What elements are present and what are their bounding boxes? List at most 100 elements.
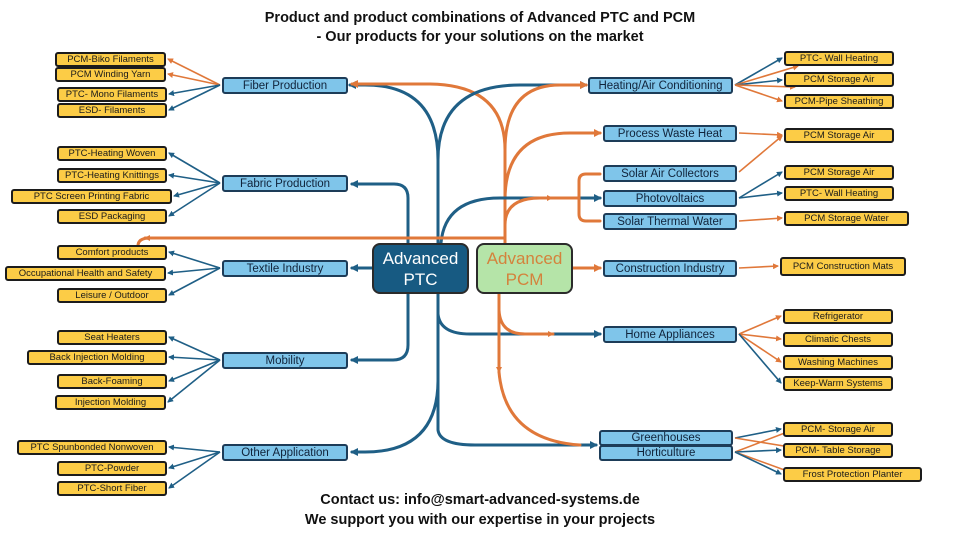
product-ptc-spunbonded-nonwoven[interactable]: PTC Spunbonded Nonwoven [17, 440, 167, 455]
product-pcm-storage-water[interactable]: PCM Storage Water [784, 211, 909, 226]
branch-connector [738, 333, 782, 342]
product-comfort-products[interactable]: Comfort products [57, 245, 167, 260]
product-ptc-mono-filaments[interactable]: PTC- Mono Filaments [57, 87, 167, 102]
trunk-ptc-mobility [350, 292, 410, 364]
product-pcm-biko-filaments[interactable]: PCM-Biko Filaments [55, 52, 166, 67]
category-heating-air-conditioning[interactable]: Heating/Air Conditioning [588, 77, 733, 94]
branch-connector [168, 451, 221, 470]
branch-connector [168, 444, 221, 453]
trunk-ptc-greenhouse [436, 378, 598, 449]
product-pcm-pipe-sheathing[interactable]: PCM-Pipe Sheathing [784, 94, 894, 109]
branch-connector [738, 135, 783, 173]
product-pcm-table-storage[interactable]: PCM- Table Storage [783, 443, 893, 458]
branch-connector [734, 427, 782, 439]
product-ptc-short-fiber[interactable]: PTC-Short Fiber [57, 481, 167, 496]
trunk-ptc-other [350, 292, 440, 456]
product-esd-filaments[interactable]: ESD- Filaments [57, 103, 167, 118]
branch-connector [734, 437, 791, 450]
ptc-hub-line1: Advanced [382, 248, 459, 268]
branch-connector [734, 64, 799, 86]
branch-connector [734, 77, 783, 86]
category-other-application[interactable]: Other Application [222, 444, 348, 461]
product-pcm-storage-air-pv[interactable]: PCM Storage Air [784, 165, 894, 180]
product-pcm-storage-air-heating[interactable]: PCM Storage Air [784, 72, 894, 87]
trunk-ptc-fiber [348, 81, 440, 245]
trunk-pcm-heating [503, 81, 588, 152]
branch-connector [734, 451, 782, 475]
branch-connector [167, 359, 221, 403]
branch-connector [738, 215, 783, 222]
product-back-foaming[interactable]: Back-Foaming [57, 374, 167, 389]
product-pcm-storage-air-hort[interactable]: PCM- Storage Air [783, 422, 893, 437]
category-horticulture[interactable]: Horticulture [599, 445, 733, 461]
advanced-ptc-hub[interactable]: Advanced PTC [372, 243, 469, 294]
product-seat-heaters[interactable]: Seat Heaters [57, 330, 167, 345]
branch-connector [168, 451, 221, 489]
branch-connector [738, 315, 782, 335]
category-mobility[interactable]: Mobility [222, 352, 348, 369]
product-refrigerator[interactable]: Refrigerator [783, 309, 893, 324]
trunk-pcm-fiber [350, 80, 507, 245]
product-washing-machines[interactable]: Washing Machines [783, 355, 893, 370]
product-keep-warm-systems[interactable]: Keep-Warm Systems [783, 376, 893, 391]
product-ptc-wall-heating[interactable]: PTC- Wall Heating [784, 51, 894, 66]
branch-connector [734, 447, 782, 454]
trunk-ptc-pv [439, 194, 602, 245]
product-pcm-construction-mats[interactable]: PCM Construction Mats [780, 257, 906, 276]
product-occupational-health-safety[interactable]: Occupational Health and Safety [5, 266, 166, 281]
category-solar-thermal-water[interactable]: Solar Thermal Water [603, 213, 737, 230]
branch-connector [168, 336, 221, 361]
branch-connector [168, 354, 221, 361]
product-leisure-outdoor[interactable]: Leisure / Outdoor [57, 288, 167, 303]
trunk-ptc-home [436, 292, 602, 338]
branch-connector [168, 250, 221, 269]
tagline: We support you with our expertise in you… [304, 512, 656, 528]
pcm-hub-line2: PCM [505, 269, 544, 289]
product-pcm-storage-air-waste[interactable]: PCM Storage Air [784, 128, 894, 143]
product-ptc-wall-heating-pv[interactable]: PTC- Wall Heating [784, 186, 894, 201]
trunk-pcm-solar [503, 195, 554, 227]
branch-connector [167, 58, 221, 86]
category-construction-industry[interactable]: Construction Industry [603, 260, 737, 277]
branch-connector [738, 333, 782, 363]
product-climatic-chests[interactable]: Climatic Chests [783, 332, 893, 347]
category-fiber-production[interactable]: Fiber Production [222, 77, 348, 94]
branch-connector [167, 267, 221, 276]
branch-connector [168, 84, 221, 111]
pcm-hub-line1: Advanced [486, 248, 563, 268]
trunk-pcm-greenhouse [497, 370, 582, 447]
branch-connector [168, 182, 221, 217]
trunk-ptc-heating [436, 81, 588, 162]
diagram-title: Product and product combinations of Adva… [264, 10, 696, 26]
product-frost-protection-planter[interactable]: Frost Protection Planter [783, 467, 922, 482]
category-greenhouses[interactable]: Greenhouses [599, 430, 733, 446]
branch-connector [734, 451, 791, 474]
contact-line: Contact us: info@smart-advanced-systems.… [320, 492, 640, 508]
branch-connector [738, 333, 782, 384]
category-fabric-production[interactable]: Fabric Production [222, 175, 348, 192]
category-textile-industry[interactable]: Textile Industry [222, 260, 348, 277]
product-pcm-winding-yarn[interactable]: PCM Winding Yarn [55, 67, 166, 82]
product-ptc-heating-knittings[interactable]: PTC-Heating Knittings [57, 168, 167, 183]
branch-connector [738, 131, 783, 138]
product-ptc-heating-woven[interactable]: PTC-Heating Woven [57, 146, 167, 161]
category-home-appliances[interactable]: Home Appliances [603, 326, 737, 343]
diagram-subtitle: - Our products for your solutions on the… [316, 29, 644, 45]
category-solar-air-collectors[interactable]: Solar Air Collectors [603, 165, 737, 182]
product-esd-packaging[interactable]: ESD Packaging [57, 209, 167, 224]
branch-connector [734, 57, 783, 86]
product-ptc-screen-printing-fabric[interactable]: PTC Screen Printing Fabric [11, 189, 172, 204]
advanced-pcm-hub[interactable]: Advanced PCM [476, 243, 573, 294]
category-photovoltaics[interactable]: Photovoltaics [603, 190, 737, 207]
branch-connector [167, 72, 221, 86]
ptc-hub-line2: PTC [403, 269, 438, 289]
branch-connector [173, 182, 221, 198]
category-process-waste-heat[interactable]: Process Waste Heat [603, 125, 737, 142]
product-back-injection-molding[interactable]: Back Injection Molding [27, 350, 167, 365]
product-injection-molding[interactable]: Injection Molding [55, 395, 166, 410]
branch-connector [734, 429, 791, 453]
product-ptc-powder[interactable]: PTC-Powder [57, 461, 167, 476]
branch-connector [738, 263, 779, 270]
trunk-pcm-waste [503, 129, 602, 202]
